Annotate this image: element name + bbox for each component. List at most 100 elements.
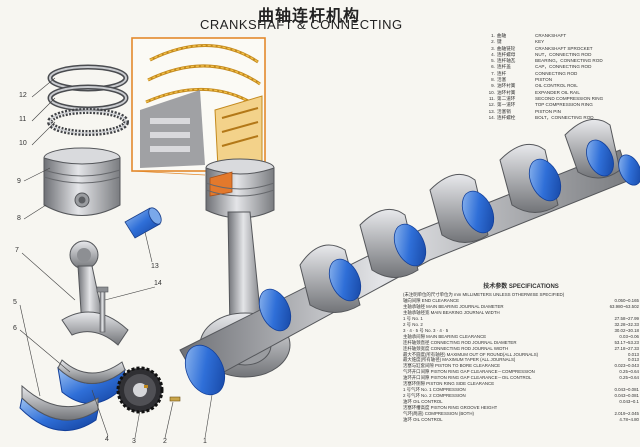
spec-label: 最大锥度(所有轴径) MAXIMUM TAPER (ALL JOURNALS) (403, 357, 516, 363)
legend-chinese: 连杆盖 (497, 64, 511, 70)
spec-value: 2.019~2.045 (614, 411, 639, 417)
spec-label: 活塞环侧隙 PISTON RING SIDE CLEARANCE (403, 381, 495, 387)
connecting-rod-cap (57, 359, 126, 404)
piston-pin (124, 207, 162, 239)
crankshaft-sprocket (116, 366, 164, 414)
spec-row: 气环(两道) COMPRESSION (BOTH) 2.019~2.045 (403, 411, 639, 417)
spec-label: 主轴承间隙 MAIN BEARING CLEARANCE (403, 333, 487, 339)
legend-chinese: 油环衬簧 (497, 83, 516, 89)
spec-label: 油环 OIL CONTROL (403, 399, 443, 405)
spec-row: 油环开口间隙 PISTON RING GAP CLEARANCE－OIL CON… (403, 375, 639, 381)
title-english: CRANKSHAFT & CONNECTING (200, 17, 403, 32)
spec-row: 最大不圆度(所有轴径) MAXIMUM OUT OF ROUND(ALL JOU… (403, 352, 639, 358)
spec-label: 气环(两道) COMPRESSION (BOTH) (403, 411, 474, 417)
legend-chinese: 第二道环 (497, 95, 516, 101)
callout-1: 1 (203, 438, 207, 445)
callout-4: 4 (105, 436, 109, 443)
legend-chinese: 连杆螺母 (497, 51, 516, 57)
spec-row: (未注明单位的尺寸单位为 mm MILLIMETERS UNLESS OTHER… (403, 292, 639, 298)
ring-detail-inset (131, 37, 266, 172)
callout-leaders (19, 77, 213, 439)
spec-row: 活塞环侧隙 PISTON RING SIDE CLEARANCE (403, 381, 639, 387)
callout-2: 2 (163, 438, 167, 445)
specifications-rows: (未注明单位的尺寸单位为 mm MILLIMETERS UNLESS OTHER… (403, 292, 639, 423)
spec-row: 主轴承轴径宽 MAIN BEARING JOURNAL WIDTH (403, 310, 639, 316)
connecting-rod-bearing (19, 384, 99, 432)
piston (43, 147, 121, 216)
spec-label: 油环开口间隙 PISTON RING GAP CLEARANCE－OIL CON… (403, 375, 532, 381)
legend-number: 7. (491, 70, 495, 76)
callout-8: 8 (17, 215, 21, 222)
legend-chinese: 油环衬簧 (497, 89, 516, 95)
legend-english: SECOND COMPRESSION RING (535, 95, 604, 101)
legend-number: 3. (491, 45, 495, 51)
legend-chinese: 活塞 (497, 77, 507, 83)
callout-13: 13 (151, 263, 159, 270)
callout-9: 9 (17, 178, 21, 185)
spec-row: 气环开口间隙 PISTON RING GAP CLEARANCE－COMPRES… (403, 369, 639, 375)
inset-leader-left (131, 170, 206, 176)
spec-label: 3 · 4 · 5 号 No. 3 · 4 · 5 (403, 327, 449, 333)
legend-chinese: 曲轴 (497, 33, 507, 38)
spec-row: 活塞环槽高度 PISTON RING GROOVE HEIGHT (403, 405, 639, 411)
specifications-table: 技术参数 SPECIFICATIONS (未注明单位的尺寸单位为 mm MILL… (403, 281, 639, 423)
legend-english: TOP COMPRESSION RING (535, 102, 593, 108)
legend-number: 1. (491, 33, 495, 38)
spec-row: 3 · 4 · 5 号 No. 3 · 4 · 5 30.02~30.18 (403, 328, 639, 334)
callout-6: 6 (13, 325, 17, 332)
legend-chinese: 曲轴链轮 (497, 45, 516, 51)
spec-label: 连杆轴颈宽度 CONNECTING ROD JOURNAL WIDTH (403, 345, 509, 351)
legend-row: 11.第二道环 SECOND COMPRESSION RING (488, 96, 638, 102)
legend-english: CONNECTING ROD (535, 70, 578, 76)
spec-label: 油环 OIL CONTROL (403, 417, 443, 423)
spec-value: 0.050~0.165 (614, 297, 639, 303)
legend-english: PISTON PIN (535, 108, 561, 114)
legend-english: NUT，CONNECTING ROD (535, 51, 592, 57)
legend-chinese: 连杆螺栓 (497, 114, 516, 120)
callout-12: 12 (19, 92, 27, 99)
legend-english: OIL CONTROL ROIL (535, 83, 578, 89)
spec-label: 轴向间隙 END CLEARANCE (403, 297, 460, 303)
spec-label: (未注明单位的尺寸单位为 mm MILLIMETERS UNLESS OTHER… (403, 292, 565, 297)
legend-row: 8.活塞 PISTON (488, 77, 638, 83)
spec-value: 0.013 (628, 351, 639, 357)
spec-row: 油环 OIL CONTROL 0.043~0.1 (403, 399, 639, 405)
spec-label: 2 号 No. 2 (403, 321, 423, 327)
spec-label: 活塞环槽高度 PISTON RING GROOVE HEIGHT (403, 405, 498, 411)
spec-value: 30.02~30.18 (614, 327, 639, 333)
legend-english: PISTON (535, 77, 553, 83)
legend-chinese: 连杆轴瓦 (497, 58, 516, 64)
legend-english: BEARING，CONNECTING ROD (535, 58, 603, 64)
callout-3: 3 (132, 438, 136, 445)
spec-row: 最大锥度(所有轴径) MAXIMUM TAPER (ALL JOURNALS) 0… (403, 357, 639, 363)
spec-value: 0.023~0.043 (614, 363, 639, 369)
callout-5: 5 (13, 299, 17, 306)
spec-value: 0.013 (628, 357, 639, 363)
spec-value: 0.25~0.64 (619, 375, 639, 381)
spec-value: 0.043~0.1 (619, 399, 639, 405)
legend-english: CRANKSHAFT (535, 33, 567, 38)
legend-number: 11. (488, 95, 495, 101)
spec-value: 53.17~53.23 (614, 339, 639, 345)
legend-number: 8. (491, 77, 495, 83)
